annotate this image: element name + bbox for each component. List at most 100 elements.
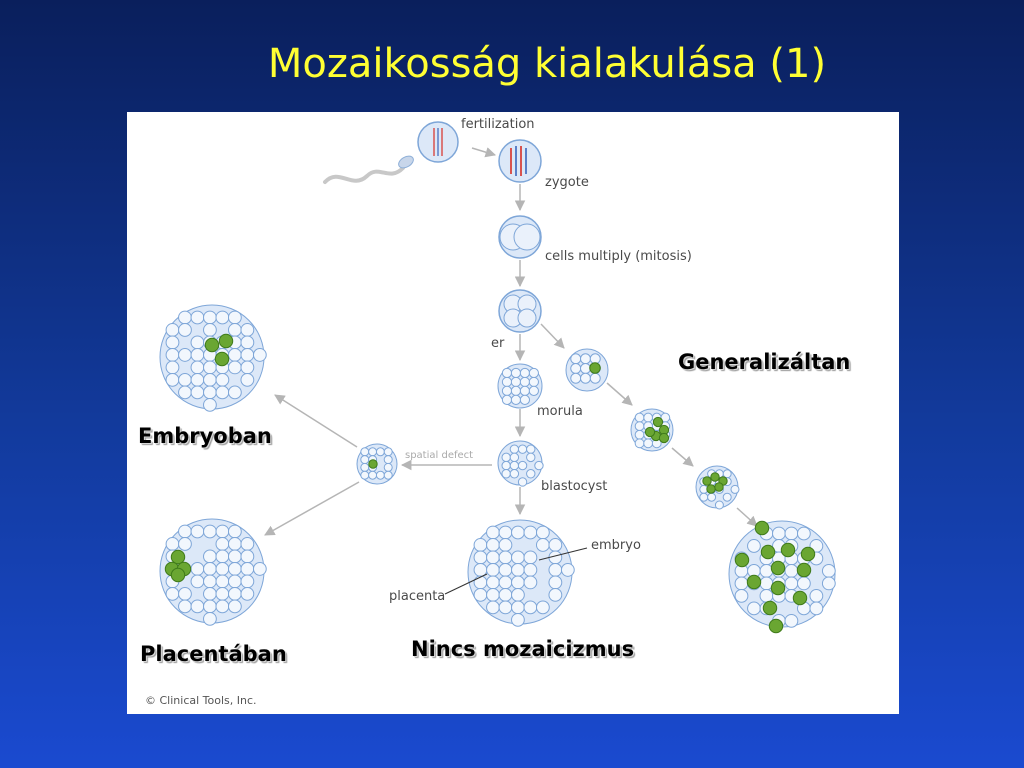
cell bbox=[203, 562, 217, 576]
cell bbox=[501, 452, 511, 463]
arrow-mosaic-placenta bbox=[264, 481, 360, 536]
cell bbox=[501, 367, 513, 379]
cell bbox=[501, 469, 511, 479]
cell bbox=[535, 600, 550, 615]
abnormal-cell bbox=[754, 520, 770, 536]
cell bbox=[535, 538, 550, 552]
cell bbox=[240, 372, 255, 387]
cell bbox=[190, 310, 205, 325]
cell bbox=[734, 576, 749, 591]
cell bbox=[473, 575, 488, 590]
label-partial-left: er bbox=[491, 336, 505, 351]
cell bbox=[511, 612, 525, 627]
cell bbox=[203, 323, 217, 337]
cell bbox=[526, 444, 536, 454]
cell bbox=[368, 447, 378, 457]
cell bbox=[215, 599, 230, 614]
copyright-notice: © Clinical Tools, Inc. bbox=[145, 694, 257, 707]
cell bbox=[190, 385, 205, 400]
label-generalized: Generalizáltan bbox=[678, 350, 851, 374]
cell bbox=[699, 492, 709, 502]
generalized-stage-3 bbox=[695, 465, 740, 510]
cell bbox=[526, 452, 536, 463]
cell bbox=[784, 526, 799, 541]
cell bbox=[190, 372, 205, 387]
cell bbox=[498, 563, 513, 577]
cell bbox=[510, 385, 522, 397]
cell bbox=[519, 385, 531, 397]
cell bbox=[589, 372, 601, 384]
cell bbox=[722, 492, 732, 502]
cell bbox=[215, 586, 230, 601]
cell bbox=[203, 310, 217, 325]
label-blastocyst: blastocyst bbox=[541, 479, 607, 494]
cell bbox=[165, 335, 180, 350]
cell bbox=[511, 600, 525, 615]
cell bbox=[509, 452, 520, 463]
cell bbox=[203, 524, 217, 539]
cell bbox=[498, 525, 513, 540]
cell bbox=[511, 587, 525, 602]
cell bbox=[523, 525, 538, 540]
cell bbox=[714, 500, 724, 510]
cell bbox=[383, 462, 393, 472]
cell bbox=[498, 575, 513, 590]
cell bbox=[227, 599, 242, 614]
cell bbox=[759, 588, 774, 603]
cell bbox=[227, 323, 242, 337]
cell bbox=[178, 348, 192, 362]
cell bbox=[517, 460, 528, 471]
cell bbox=[190, 574, 205, 589]
cell bbox=[203, 397, 217, 412]
cell bbox=[178, 310, 192, 325]
cell bbox=[511, 575, 525, 590]
cell bbox=[526, 469, 536, 479]
label-morula: morula bbox=[537, 404, 583, 419]
cell bbox=[240, 574, 255, 589]
arrow-gen3-gen4 bbox=[736, 507, 758, 527]
cell bbox=[227, 385, 242, 400]
label-arrow-cut: spatial defect bbox=[405, 450, 473, 461]
cell bbox=[580, 353, 591, 365]
cell bbox=[215, 537, 230, 551]
cell bbox=[523, 550, 538, 565]
cell bbox=[215, 385, 230, 400]
label-embryo: embryo bbox=[591, 538, 641, 553]
cell bbox=[203, 586, 217, 601]
cell bbox=[215, 310, 230, 325]
cell bbox=[178, 524, 192, 539]
slide-title: Mozaikosság kialakulása (1) bbox=[267, 41, 827, 87]
cell bbox=[203, 574, 217, 589]
cell bbox=[784, 576, 799, 591]
cell bbox=[190, 562, 205, 576]
placenta-mosaic-sphere bbox=[159, 518, 267, 626]
cell bbox=[252, 562, 267, 576]
abnormal-cell bbox=[760, 544, 776, 560]
cell bbox=[634, 438, 645, 449]
abnormal-cell bbox=[218, 333, 234, 349]
cell bbox=[190, 360, 205, 375]
cell bbox=[501, 385, 513, 397]
cell bbox=[178, 323, 192, 337]
cell bbox=[165, 372, 180, 387]
cell bbox=[227, 524, 242, 539]
label-placenta: placenta bbox=[389, 589, 445, 604]
cell bbox=[240, 360, 255, 375]
cell bbox=[178, 372, 192, 387]
cell bbox=[534, 460, 544, 471]
abnormal-cell bbox=[780, 542, 796, 558]
cell bbox=[523, 575, 538, 590]
cell bbox=[190, 348, 205, 362]
cell bbox=[809, 601, 824, 616]
morula bbox=[497, 363, 543, 409]
cell bbox=[227, 549, 242, 564]
abnormal-cell bbox=[710, 472, 720, 482]
cell bbox=[486, 575, 500, 590]
cell bbox=[498, 587, 513, 602]
abnormal-cell bbox=[770, 560, 786, 576]
sperm-head bbox=[398, 155, 414, 169]
cell bbox=[498, 538, 513, 552]
label-embryo-mosaic: Embryoban bbox=[138, 424, 272, 448]
abnormal-cell bbox=[368, 459, 378, 469]
cell bbox=[203, 599, 217, 614]
